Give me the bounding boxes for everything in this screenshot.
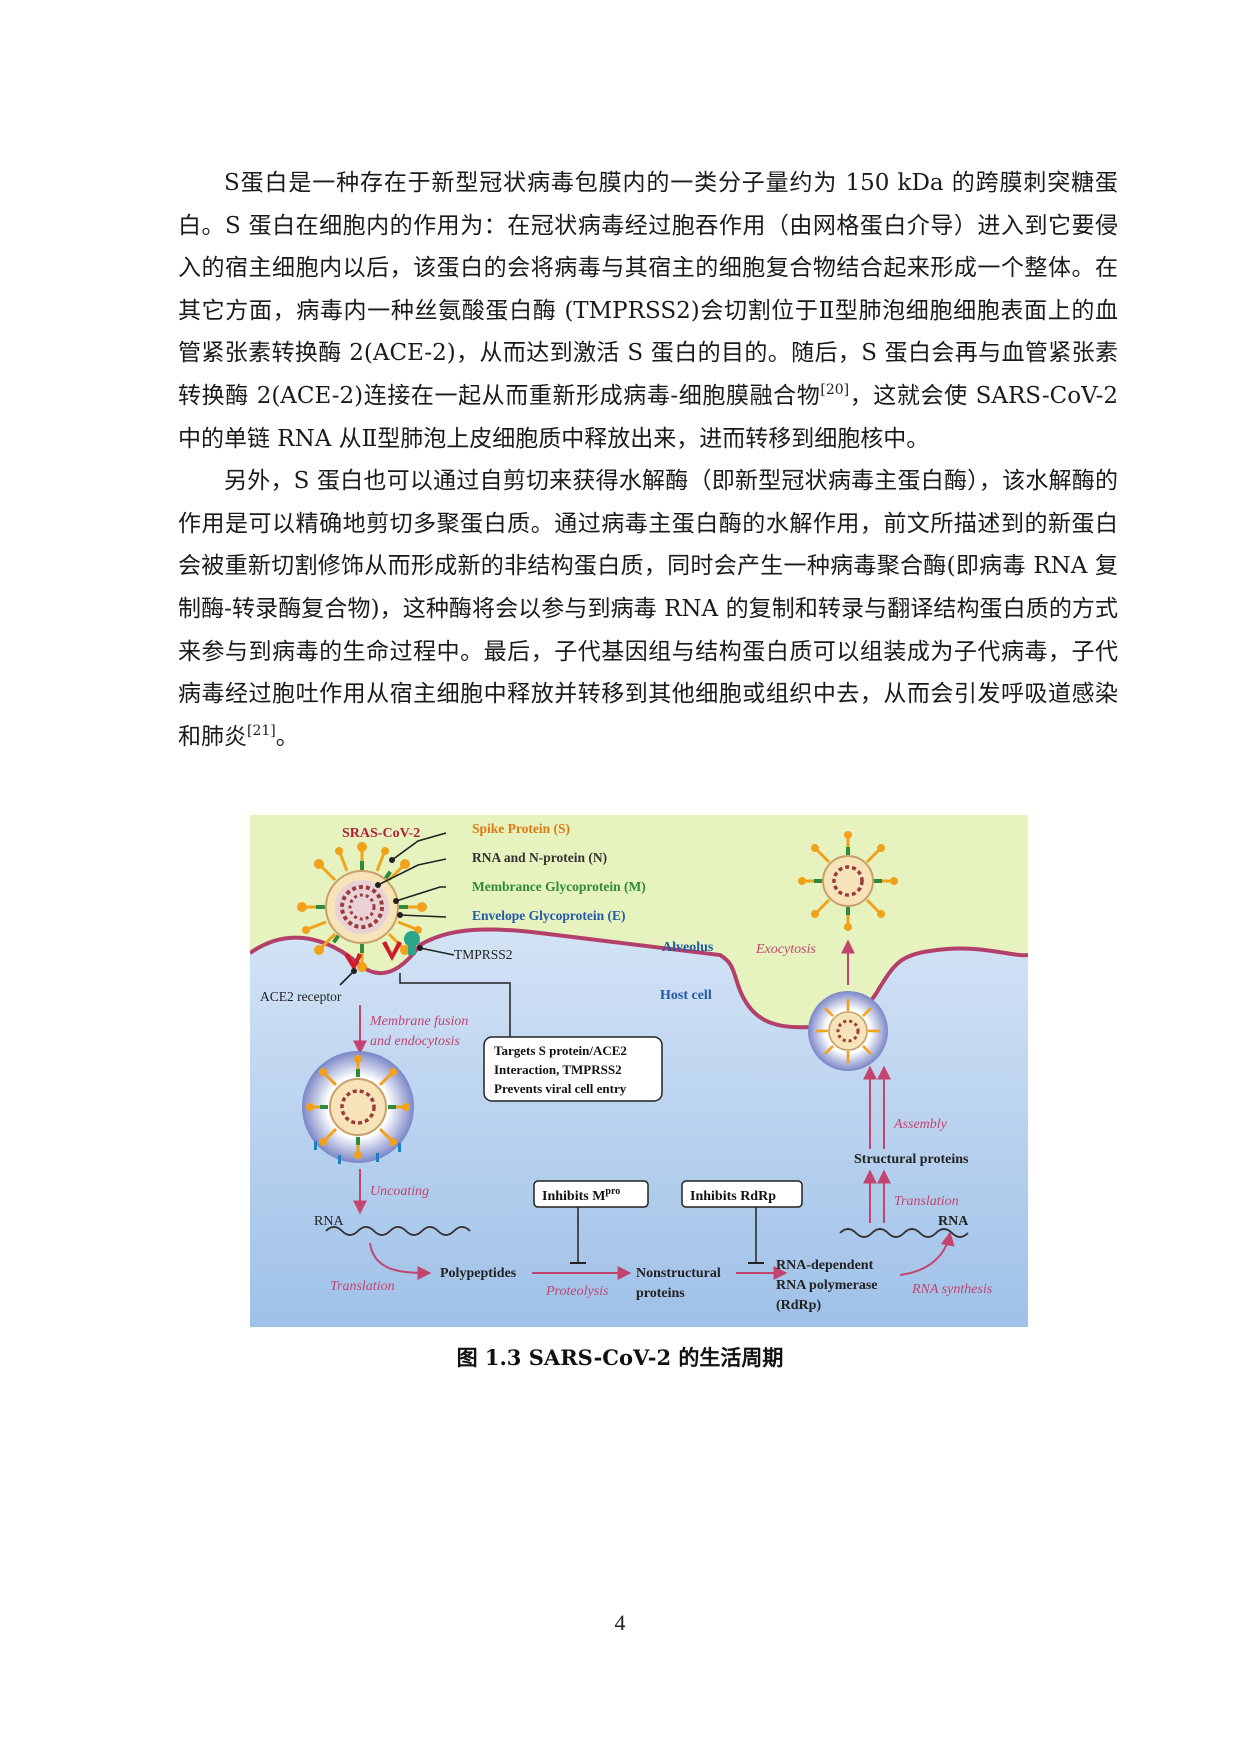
rna-n-label: RNA and N-protein (N) (472, 850, 607, 865)
released-virus (798, 831, 898, 931)
target-connector (399, 973, 511, 1037)
fusion-label-line1: Membrane fusion (369, 1014, 468, 1029)
figure-caption: 图 1.3 SARS-CoV-2 的生活周期 (0, 1342, 1240, 1372)
paragraph-2: 另外，S 蛋白也可以通过自剪切来获得水解酶（即新型冠状病毒主蛋白酶），该水解酶的… (178, 460, 1118, 758)
rna-right-label: RNA (938, 1214, 969, 1229)
rdrp-label-line3: (RdRp) (776, 1298, 821, 1313)
envelope-glycoprotein-label: Envelope Glycoprotein (E) (472, 908, 626, 923)
page-number: 4 (614, 1610, 626, 1635)
inhibits-rdrp-label: Inhibits RdRp (690, 1189, 776, 1204)
translation-left-label: Translation (330, 1279, 395, 1294)
inhibits-mpro-sup: pro (605, 1186, 620, 1197)
rna-strand-left (325, 1226, 471, 1236)
body-text: S蛋白是一种存在于新型冠状病毒包膜内的一类分子量约为 150 kDa 的跨膜刺突… (178, 162, 1118, 758)
rna-synthesis-arrow (899, 1231, 955, 1276)
tmprss2-label: TMPRSS2 (454, 947, 513, 962)
inhibits-mpro-label: Inhibits Mpro (542, 1186, 620, 1204)
legend-pointers (339, 832, 455, 986)
rna-left-label: RNA (314, 1214, 344, 1229)
inhibits-mpro-text: Inhibits M (542, 1189, 605, 1204)
alveolus-label: Alveolus (662, 940, 714, 955)
paragraph-2-text: 另外，S 蛋白也可以通过自剪切来获得水解酶（即新型冠状病毒主蛋白酶），该水解酶的… (178, 468, 1118, 750)
assembly-label: Assembly (893, 1117, 948, 1132)
target-line1: Targets S protein/ACE2 (494, 1043, 627, 1058)
paragraph-2-tail: 。 (275, 723, 299, 750)
nonstructural-label-line1: Nonstructural (636, 1266, 721, 1281)
citation-21[interactable]: [21] (247, 722, 276, 739)
caption-prefix: 图 1.3 SARS-CoV-2 (456, 1345, 679, 1370)
translation-left-arrow (369, 1242, 432, 1280)
translation-right-label: Translation (894, 1194, 959, 1209)
ace2-label: ACE2 receptor (260, 989, 342, 1004)
target-line3: Prevents viral cell entry (494, 1081, 627, 1096)
target-line2: Interaction, TMPRSS2 (494, 1062, 622, 1077)
fusion-label-line2: and endocytosis (370, 1034, 460, 1049)
host-cell-label: Host cell (660, 988, 712, 1003)
structural-proteins-label: Structural proteins (854, 1152, 969, 1167)
virus-label: SRAS-CoV-2 (342, 826, 420, 841)
caption-suffix: 的生活周期 (678, 1345, 784, 1370)
tmprss2-shape (404, 931, 420, 955)
spike-label: Spike Protein (S) (472, 821, 570, 836)
paragraph-1: S蛋白是一种存在于新型冠状病毒包膜内的一类分子量约为 150 kDa 的跨膜刺突… (178, 162, 1118, 460)
citation-20[interactable]: [20] (820, 381, 850, 398)
nonstructural-label-line2: proteins (636, 1286, 685, 1301)
rna-synthesis-label: RNA synthesis (911, 1282, 993, 1297)
rdrp-label-line2: RNA polymerase (776, 1278, 878, 1293)
rna-strand-right (839, 1228, 969, 1238)
polypeptides-label: Polypeptides (440, 1266, 517, 1281)
paragraph-1-tail: ，这就会使 SARS-CoV-2 中的单链 RNA 从Ⅱ型肺泡上皮细胞质中释放出… (178, 382, 1118, 452)
virus-particle-extracellular (297, 842, 427, 972)
membrane-glycoprotein-label: Membrance Glycoprotein (M) (472, 879, 646, 894)
inhibits-mpro-box (533, 1180, 649, 1208)
exocytosis-label: Exocytosis (755, 942, 816, 957)
ace2-receptor-shapes (344, 941, 402, 971)
uncoating-label: Uncoating (370, 1184, 429, 1199)
cell-membrane (250, 927, 1028, 1030)
paragraph-1-text: S蛋白是一种存在于新型冠状病毒包膜内的一类分子量约为 150 kDa 的跨膜刺突… (178, 170, 1118, 409)
assembling-virus (808, 991, 888, 1071)
inhibits-rdrp-box (681, 1180, 803, 1208)
drug-target-box (483, 1036, 663, 1102)
proteolysis-label: Proteolysis (545, 1284, 609, 1299)
rdrp-label-line1: RNA-dependent (776, 1258, 874, 1273)
lifecycle-diagram: SRAS-CoV-2 Spike Protein (S) RNA and N-p… (250, 815, 1028, 1327)
sars-cov-2-lifecycle-figure: SRAS-CoV-2 Spike Protein (S) RNA and N-p… (250, 815, 1028, 1327)
endocytosed-virus (302, 1051, 414, 1164)
